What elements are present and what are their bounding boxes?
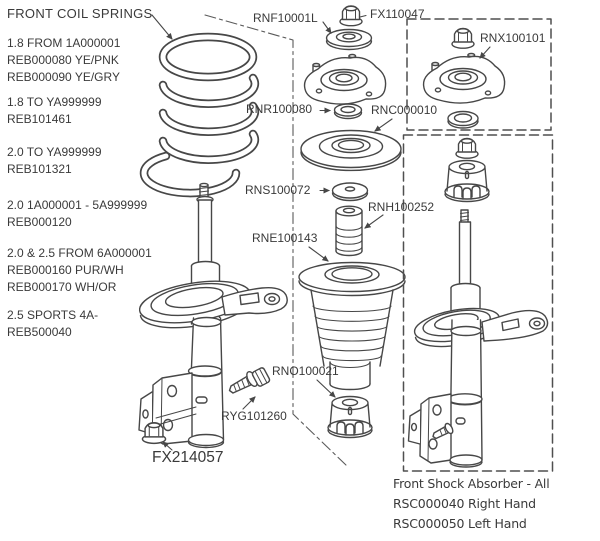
text-line: Front Shock Absorber - All xyxy=(393,476,550,491)
part-label-rne100143: RNE100143 xyxy=(252,231,318,245)
spring-variant-entry: 1.8 FROM 1A000001 REB000080 YE/PNK REB00… xyxy=(7,35,120,86)
exploded-view-centerline xyxy=(204,14,348,467)
strut-assembly-drawing xyxy=(138,182,288,449)
text-line: 2.0 TO YA999999 xyxy=(7,145,102,159)
part-label-rnc000010: RNC000010 xyxy=(371,103,438,117)
dust-boot-rne100143-drawing xyxy=(298,261,406,391)
part-label-ryg101260: RYG101260 xyxy=(221,409,287,423)
washer-rns100072-drawing xyxy=(331,182,369,202)
part-label-rns100072: RNS100072 xyxy=(245,183,311,197)
nut-fx214057-drawing xyxy=(141,421,167,445)
part-label-rnx100101: RNX100101 xyxy=(480,31,546,45)
spring-variant-entry: 2.0 1A000001 - 5A999999 REB000120 xyxy=(7,197,147,231)
top-mount-kit-box xyxy=(406,18,552,131)
text-line: 1.8 FROM 1A000001 xyxy=(7,36,121,50)
text-line: RSC000040 Right Hand xyxy=(393,496,536,511)
bump-stop-rnh100252-drawing xyxy=(335,205,363,257)
coil-spring-drawing xyxy=(139,32,260,198)
spring-variant-entry: 2.0 TO YA999999 REB101321 xyxy=(7,144,102,178)
spring-seat-rnc000010-drawing xyxy=(300,129,402,172)
spring-variant-entry: 2.0 & 2.5 FROM 6A000001 REB000160 PUR/WH… xyxy=(7,245,152,296)
text-line: 2.0 & 2.5 FROM 6A000001 xyxy=(7,246,152,260)
text-line: RSC000050 Left Hand xyxy=(393,516,527,531)
text-line: 1.8 TO YA999999 xyxy=(7,95,102,109)
nut-fx110047-drawing xyxy=(339,5,363,27)
text-line: 2.5 SPORTS 4A- xyxy=(7,308,99,322)
text-line: REB101321 xyxy=(7,162,72,176)
section-heading: FRONT COIL SPRINGS xyxy=(7,6,153,21)
text-line: REB101461 xyxy=(7,112,72,126)
part-label-fx214057: FX214057 xyxy=(152,449,224,466)
leader-lines xyxy=(151,14,491,451)
text-line: REB000080 YE/PNK xyxy=(7,53,119,67)
top-mount-rnx100101-drawing xyxy=(422,52,506,104)
washer-right-kit-drawing xyxy=(447,110,479,129)
bolt-ryg101260-drawing xyxy=(228,367,271,394)
washer-rnf10001l-drawing xyxy=(325,28,373,51)
part-label-rno100021: RNO100021 xyxy=(272,364,339,378)
spring-variant-entry: 1.8 TO YA999999 REB101461 xyxy=(7,94,102,128)
text-line: REB500040 xyxy=(7,325,72,339)
part-label-rnr100080: RNR100080 xyxy=(246,102,313,116)
washer-rnr100080-drawing xyxy=(333,103,363,120)
nut-right-kit-drawing xyxy=(451,27,475,49)
shock-absorber-assembly-drawing xyxy=(407,137,549,468)
text-line: 2.0 1A000001 - 5A999999 xyxy=(7,198,148,212)
top-mount-center-drawing xyxy=(303,53,387,105)
shock-absorber-note: Front Shock Absorber - All RSC000040 Rig… xyxy=(393,474,550,534)
shock-absorber-kit-box xyxy=(402,134,554,472)
part-label-fx110047: FX110047 xyxy=(370,7,425,21)
part-label-rnf10001l: RNF10001L xyxy=(253,11,318,25)
text-line: REB000120 xyxy=(7,215,72,229)
text-line: REB000170 WH/OR xyxy=(7,280,117,294)
text-line: REB000160 PUR/WH xyxy=(7,263,124,277)
bush-rno100021-drawing xyxy=(327,395,373,439)
text-line: REB000090 YE/GRY xyxy=(7,70,120,84)
part-label-rnh100252: RNH100252 xyxy=(368,200,435,214)
spring-variant-entry: 2.5 SPORTS 4A- REB500040 xyxy=(7,307,98,341)
